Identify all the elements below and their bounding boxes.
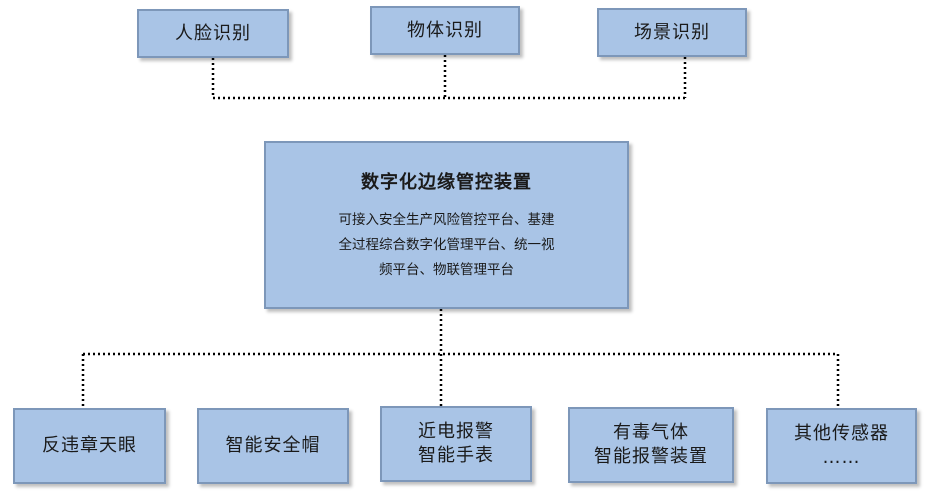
node-label-line1: 其他传感器 <box>794 423 889 444</box>
node-label-line2: 智能报警装置 <box>594 446 708 467</box>
center-desc-line: 全过程综合数字化管理平台、统一视 <box>338 236 555 253</box>
node-scene-recognition: 场景识别 <box>597 8 747 57</box>
node-label: 反违章天眼 <box>42 435 137 456</box>
center-description: 可接入安全生产风险管控平台、基建 全过程综合数字化管理平台、统一视 频平台、物联… <box>339 208 555 283</box>
node-label: 人脸识别 <box>175 22 251 44</box>
node-label-line1: 有毒气体 <box>613 422 689 443</box>
node-label: 场景识别 <box>634 21 710 43</box>
node-smart-watch: 近电报警 智能手表 <box>380 406 532 482</box>
node-edge-control-device: 数字化边缘管控装置 可接入安全生产风险管控平台、基建 全过程综合数字化管理平台、… <box>264 141 629 309</box>
node-other-sensors: 其他传感器 …… <box>766 408 917 484</box>
node-label-line2: 智能手表 <box>418 445 494 466</box>
node-label: 物体识别 <box>407 19 483 41</box>
center-desc-line: 可接入安全生产风险管控平台、基建 <box>338 211 555 228</box>
node-toxic-gas-alarm: 有毒气体 智能报警装置 <box>568 407 734 483</box>
node-anti-violation-eye: 反违章天眼 <box>13 408 166 484</box>
node-object-recognition: 物体识别 <box>370 6 520 55</box>
node-face-recognition: 人脸识别 <box>137 9 289 58</box>
node-label-line2: …… <box>822 447 861 468</box>
center-title: 数字化边缘管控装置 <box>361 171 532 193</box>
node-label-line1: 近电报警 <box>418 421 494 442</box>
node-label: 智能安全帽 <box>225 435 321 456</box>
center-desc-line: 频平台、物联管理平台 <box>379 261 514 278</box>
node-smart-helmet: 智能安全帽 <box>197 408 349 484</box>
